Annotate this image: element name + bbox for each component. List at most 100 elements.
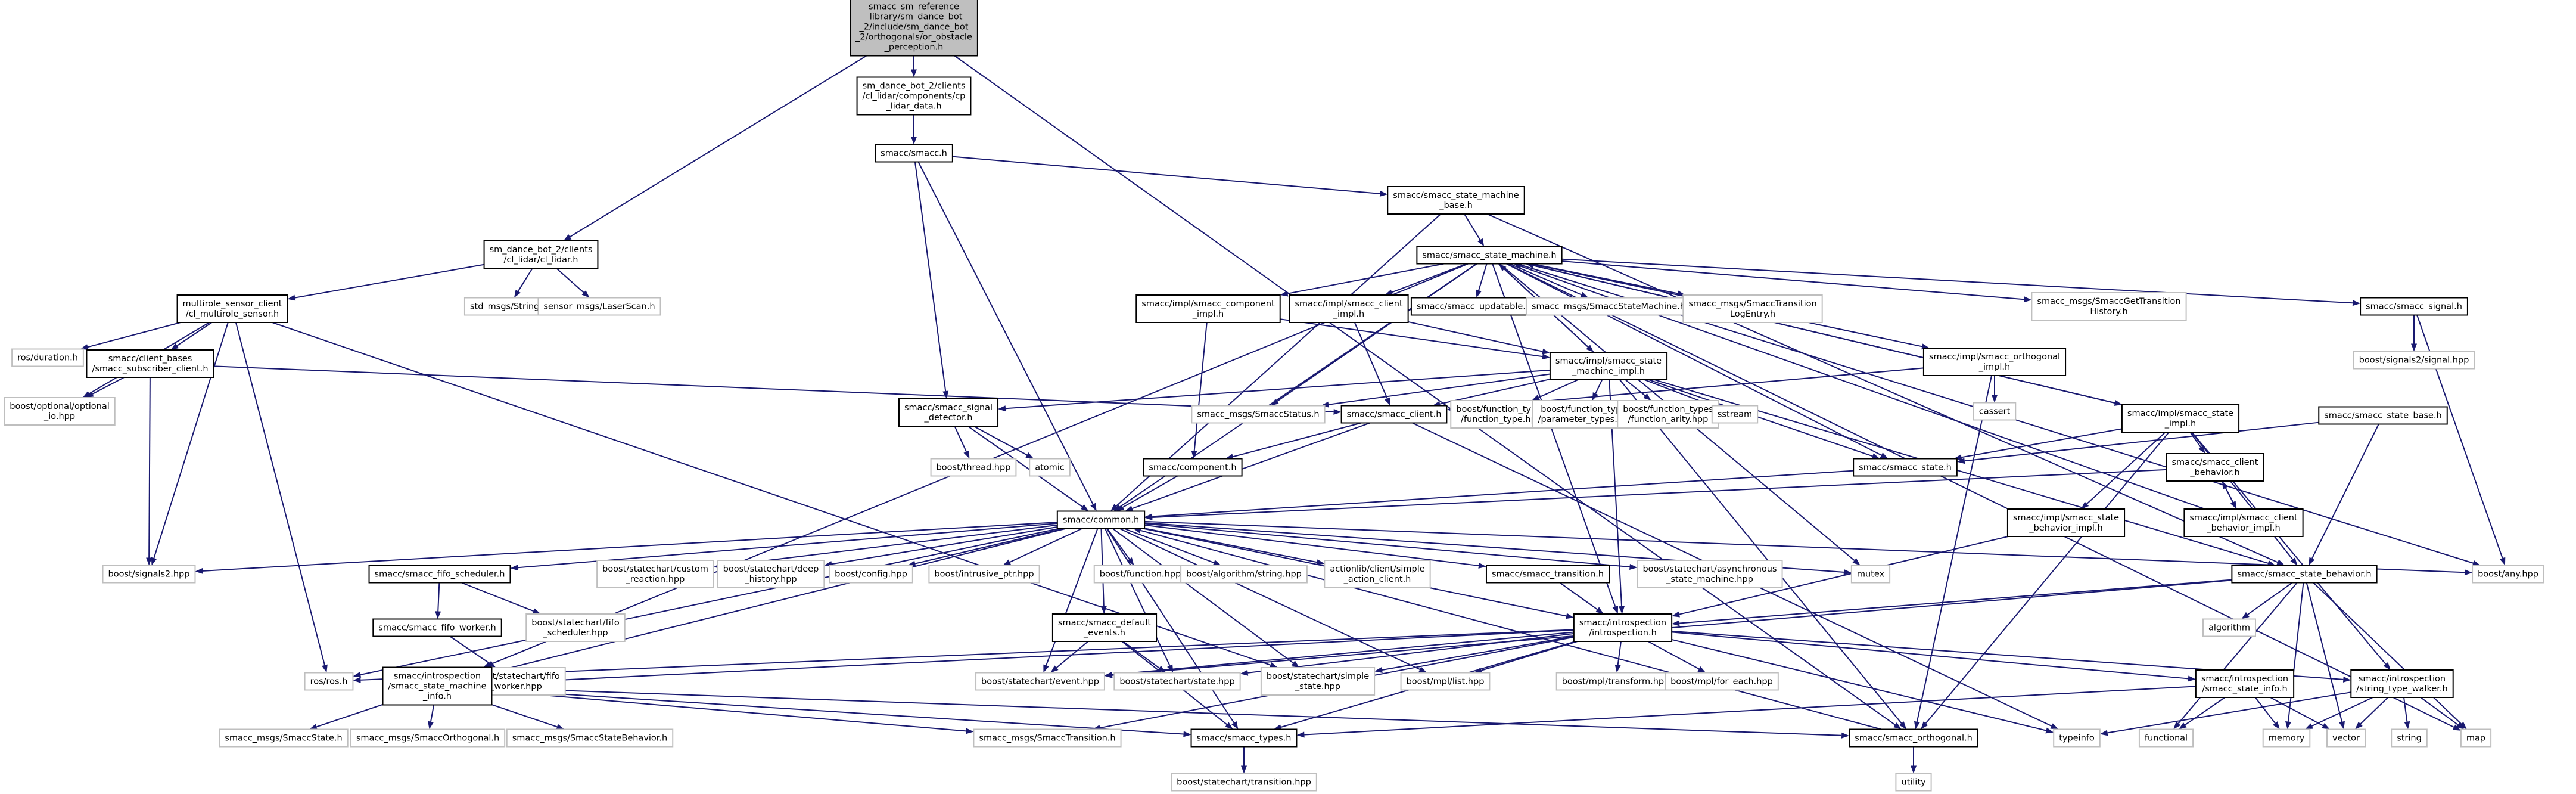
node-state-impl[interactable]: smacc/impl/smacc_state_impl.h [2121,404,2240,433]
edge-smacc-state-h-to-common [1144,470,1854,520]
node-label-line: algorithm [2208,624,2250,633]
node-orth-impl[interactable]: smacc/impl/smacc_orthogonal_impl.h [1922,348,2067,376]
node-smacc-h[interactable]: smacc/smacc.h [875,144,953,163]
node-updatable[interactable]: smacc/smacc_updatable.h [1410,297,1538,316]
node-label-line: smacc/impl/smacc_client [2189,513,2298,523]
node-label-line: smacc_msgs/SmaccTransition [1688,299,1816,309]
node-component-impl[interactable]: smacc/impl/smacc_component_impl.h [1135,294,1281,323]
node-root[interactable]: smacc_sm_reference_library/sm_dance_bot_… [850,0,978,57]
node-signal-h[interactable]: smacc/smacc_signal.h [2360,297,2468,316]
node-state-info[interactable]: smacc/introspection/smacc_state_info.h [2195,669,2295,698]
edge-smacc-types-to-transition-hpp [1241,746,1247,774]
edge-root-to-cl-lidar [563,55,867,241]
edge-line [1132,422,1371,510]
edge-arrowhead [195,567,203,574]
node-label-line: boost/mpl/for_each.hpp [1670,677,1773,687]
node-common[interactable]: smacc/common.h [1056,510,1146,529]
node-smacc-tr-msg: smacc_msgs/SmaccTransition.h [973,728,1122,748]
edge-line [2189,432,2202,448]
edge-arrowhead [1212,560,1221,566]
node-label-line: ros/ros.h [310,677,348,687]
node-event-hpp: boost/statechart/event.hpp [975,672,1105,691]
edge-line [1392,263,1467,293]
edge-state-impl-to-smacc-orth [1921,432,2170,730]
edge-arrowhead [1291,660,1300,668]
node-box [1180,565,1308,584]
edge-state-behavior-to-functional [2173,582,2298,730]
node-component-h[interactable]: smacc/component.h [1143,458,1243,477]
node-sm-impl[interactable]: smacc/impl/smacc_state_machine_impl.h [1549,352,1668,380]
node-label-line: smacc/smacc_state_behavior.h [2237,570,2371,579]
node-label-line: smacc/smacc_orthogonal.h [1855,734,1973,743]
node-label-line: typeinfo [2059,734,2095,743]
node-subscriber[interactable]: smacc/client_bases/smacc_subscriber_clie… [86,349,214,378]
node-label-line: functional [2145,734,2188,743]
node-transition-h[interactable]: smacc/smacc_transition.h [1485,565,1610,584]
edge-arrowhead [2285,721,2291,730]
node-label-line: smacc_sm_reference [869,2,959,12]
node-cl-lidar[interactable]: sm_dance_bot_2/clients/cl_lidar/cl_lidar… [483,240,599,269]
edge-arrowhead [2099,730,2108,736]
edge-client-behavior-to-common [1144,469,2167,520]
edge-line [499,629,1574,684]
edge-line [2225,488,2238,510]
node-smacc-orth[interactable]: smacc/smacc_orthogonal.h [1849,728,1978,748]
node-label-line: boost/function_types [1456,405,1547,414]
node-fifo-scheduler[interactable]: smacc/smacc_fifo_scheduler.h [368,565,511,584]
edge-arrowhead [2081,501,2089,509]
node-box [1387,186,1525,215]
edge-arrowhead [2322,722,2330,730]
edge-arrowhead [998,405,1006,412]
edge-multirole-to-ros-h [235,322,328,673]
edge-common-to-actionlib [1144,528,1325,566]
node-state-base[interactable]: smacc/smacc_state_base.h [2318,406,2448,425]
edge-line [235,322,325,666]
edge-subscriber-to-signals2 [146,377,153,566]
edge-line [491,704,558,728]
node-map: map [2460,728,2492,748]
node-label-line: smacc/smacc_state_base.h [2324,411,2442,421]
edge-arrowhead [1672,620,1680,626]
edge-subscriber-to-optional-io [85,377,125,398]
node-multirole[interactable]: multirole_sensor_client/cl_multirole_sen… [176,294,288,323]
edge-common-to-ros-h [353,528,1060,678]
edge-arrowhead [2179,722,2187,730]
node-default-events[interactable]: smacc/smacc_default_events.h [1051,613,1158,642]
node-sm-base[interactable]: smacc/smacc_state_machine_base.h [1387,186,1525,215]
node-box [973,728,1122,748]
node-box [4,397,116,426]
node-label-line: boost/function_types [1541,405,1631,414]
node-signal-detector[interactable]: smacc/smacc_signal_detector.h [898,398,999,427]
edge-line [2306,582,2343,722]
node-smacc-client[interactable]: smacc/smacc_client.h [1340,405,1448,424]
node-state-behavior-impl[interactable]: smacc/impl/smacc_state_behavior_impl.h [2006,508,2126,537]
node-label-line: smacc/smacc_client [2172,458,2258,467]
node-algorithm: algorithm [2202,618,2256,637]
node-label-line: _behavior_impl.h [2029,523,2102,533]
node-sm-info[interactable]: smacc/introspection/smacc_state_machine_… [382,666,493,706]
node-transition-hpp: boost/statechart/transition.hpp [1171,773,1317,792]
node-label-line: /introspection.h [1589,628,1657,638]
edge-arrowhead [287,294,296,301]
edge-line [2311,424,2379,559]
edge-arrowhead [1003,559,1012,566]
node-box [1711,405,1759,424]
node-introspection[interactable]: smacc/introspection/introspection.h [1573,613,1673,642]
node-fifo-worker[interactable]: smacc/smacc_fifo_worker.h [372,618,502,637]
node-box [875,144,953,163]
node-type-walker[interactable]: smacc/introspection/string_type_walker.h [2350,669,2454,698]
node-client-impl[interactable]: smacc/impl/smacc_client_impl.h [1289,294,1409,323]
node-label-line: _worker.hpp [489,682,542,691]
node-smacc-state-h[interactable]: smacc/smacc_state.h [1853,458,1958,477]
node-smacc-types[interactable]: smacc/smacc_types.h [1190,728,1298,748]
node-state-machine[interactable]: smacc/smacc_state_machine.h [1416,246,1563,265]
node-client-behavior[interactable]: smacc/smacc_client_behavior.h [2166,453,2264,482]
node-cp-lidar[interactable]: sm_dance_bot_2/clients/cl_lidar/componen… [856,76,972,116]
edge-line [1116,213,1442,507]
node-client-behavior-impl[interactable]: smacc/impl/smacc_client_behavior_impl.h [2183,508,2304,537]
node-state-behavior[interactable]: smacc/smacc_state_behavior.h [2231,565,2378,584]
edge-line [1561,260,2024,300]
node-label-line: boost/signals2/signal.hpp [2359,356,2469,365]
node-label-line: boost/statechart/deep [723,565,819,574]
node-label-line: _history.hpp [744,575,797,584]
